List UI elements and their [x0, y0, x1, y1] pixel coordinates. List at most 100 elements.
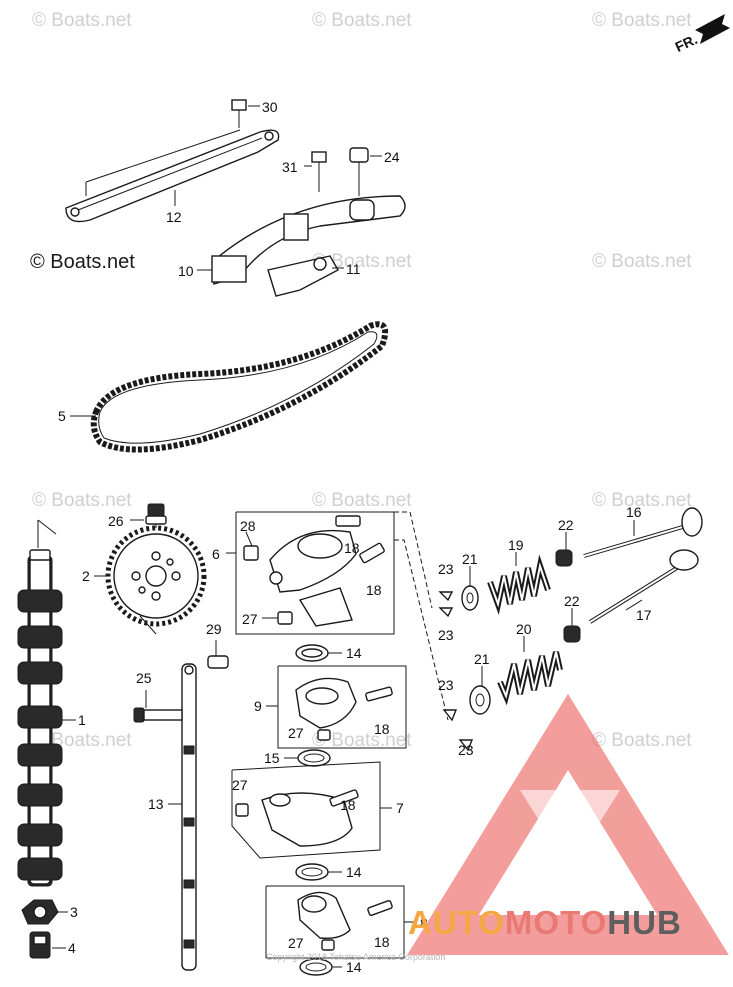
valve-retainer-21-part — [461, 585, 491, 715]
brand-part-moto: MOTO — [504, 904, 608, 941]
nut-28-part — [243, 545, 259, 561]
callout-30: 30 — [262, 99, 278, 115]
callout-9: 9 — [254, 698, 262, 714]
callout-4: 4 — [68, 940, 76, 956]
tensioner-lever-part — [267, 255, 339, 297]
watermark: © Boats.net — [592, 730, 692, 751]
callout-28: 28 — [240, 518, 256, 534]
watermark: © Boats.net — [592, 490, 692, 511]
callout-31: 31 — [282, 159, 298, 175]
callout-27: 27 — [242, 611, 258, 627]
camshaft-part — [17, 519, 63, 887]
callout-2: 2 — [82, 568, 90, 584]
assembly-7-box — [231, 761, 381, 859]
bolt-31-part — [304, 151, 327, 192]
exhaust-valve-17-part — [588, 549, 699, 624]
watermark: © Boats.net — [32, 10, 132, 31]
sprocket-bolt-part — [145, 503, 167, 560]
brand-part-auto: AUTO — [408, 904, 505, 941]
callout-1: 1 — [78, 712, 86, 728]
thrust-plate-part — [21, 899, 59, 925]
callout-23: 23 — [438, 561, 454, 577]
rocker-arm-8-part — [297, 891, 393, 951]
valve-spring-19-part — [487, 554, 551, 615]
callout-22: 22 — [558, 517, 574, 533]
valve-spring-20-part — [497, 651, 563, 706]
assembly-8-box — [265, 885, 405, 959]
cam-sprocket-part — [105, 525, 207, 635]
callout-14: 14 — [346, 864, 362, 880]
bolt-30-part — [231, 99, 260, 128]
callout-21: 21 — [474, 651, 490, 667]
callout-25: 25 — [136, 670, 152, 686]
oil-plug-29-part — [207, 640, 229, 669]
assembly-9-box — [277, 665, 407, 749]
callout-19: 19 — [508, 537, 524, 553]
plug-part — [29, 931, 51, 959]
callout-18: 18 — [340, 797, 356, 813]
callout-6: 6 — [212, 546, 220, 562]
callout-23: 23 — [438, 627, 454, 643]
footer-copyright: Copyright 2018 Tohatsu America Corporati… — [266, 952, 446, 962]
callout-18: 18 — [366, 582, 382, 598]
washer-15-part — [297, 749, 331, 767]
callout-8: 8 — [420, 915, 428, 931]
watermark: © Boats.net — [32, 490, 132, 511]
nut-27-part — [277, 611, 293, 625]
callout-20: 20 — [516, 621, 532, 637]
brand-logo-icon — [407, 693, 729, 955]
watermark: © Boats.net — [592, 251, 692, 272]
callout-29: 29 — [206, 621, 222, 637]
callout-21: 21 — [462, 551, 478, 567]
callout-23: 23 — [458, 742, 474, 758]
rocker-shaft-part — [181, 663, 197, 971]
washer-14-part — [295, 863, 329, 881]
callout-10: 10 — [178, 263, 194, 279]
rocker-arm-7-part — [235, 789, 359, 847]
callout-5: 5 — [58, 408, 66, 424]
callout-24: 24 — [384, 149, 400, 165]
callout-18: 18 — [374, 721, 390, 737]
callout-12: 12 — [166, 209, 182, 225]
assembly-6-box — [235, 511, 395, 635]
chain-tensioner-part — [211, 195, 406, 285]
timing-chain-part — [90, 321, 388, 453]
valve-keepers-23-part — [438, 591, 474, 752]
front-arrow-icon: FR. — [673, 14, 730, 55]
callout-16: 16 — [626, 504, 642, 520]
leader-dashed — [394, 511, 433, 609]
callout-18: 18 — [374, 934, 390, 950]
callout-23: 23 — [438, 677, 454, 693]
callout-15: 15 — [264, 750, 280, 766]
intake-valve-16-part — [583, 507, 703, 558]
watermark: © Boats.net — [312, 490, 412, 511]
callout-13: 13 — [148, 796, 164, 812]
rocker-arm-6-part — [269, 515, 385, 627]
bolt-24-part — [349, 147, 382, 196]
callout-27: 27 — [288, 935, 304, 951]
front-indicator-label: FR. — [673, 31, 700, 55]
callout-17: 17 — [636, 607, 652, 623]
callout-26: 26 — [108, 513, 124, 529]
watermark: © Boats.net — [312, 730, 412, 751]
brand-wordmark: AUTOMOTOHUB — [408, 904, 682, 942]
chain-guide-part — [65, 129, 280, 223]
copyright-main: © Boats.net — [30, 251, 135, 273]
watermark: © Boats.net — [592, 10, 692, 31]
callout-14: 14 — [346, 959, 362, 975]
callout-18: 18 — [344, 540, 360, 556]
callout-7: 7 — [396, 800, 404, 816]
rocker-arm-9-part — [295, 677, 393, 741]
callout-27: 27 — [232, 777, 248, 793]
callout-14: 14 — [346, 645, 362, 661]
callout-22: 22 — [564, 593, 580, 609]
leader-dashed — [394, 539, 449, 721]
bolt-25-part — [133, 690, 183, 723]
callout-3: 3 — [70, 904, 78, 920]
callout-27: 27 — [288, 725, 304, 741]
watermark: © Boats.net — [312, 10, 412, 31]
callout-11: 11 — [346, 261, 361, 277]
brand-part-hub: HUB — [607, 904, 682, 941]
